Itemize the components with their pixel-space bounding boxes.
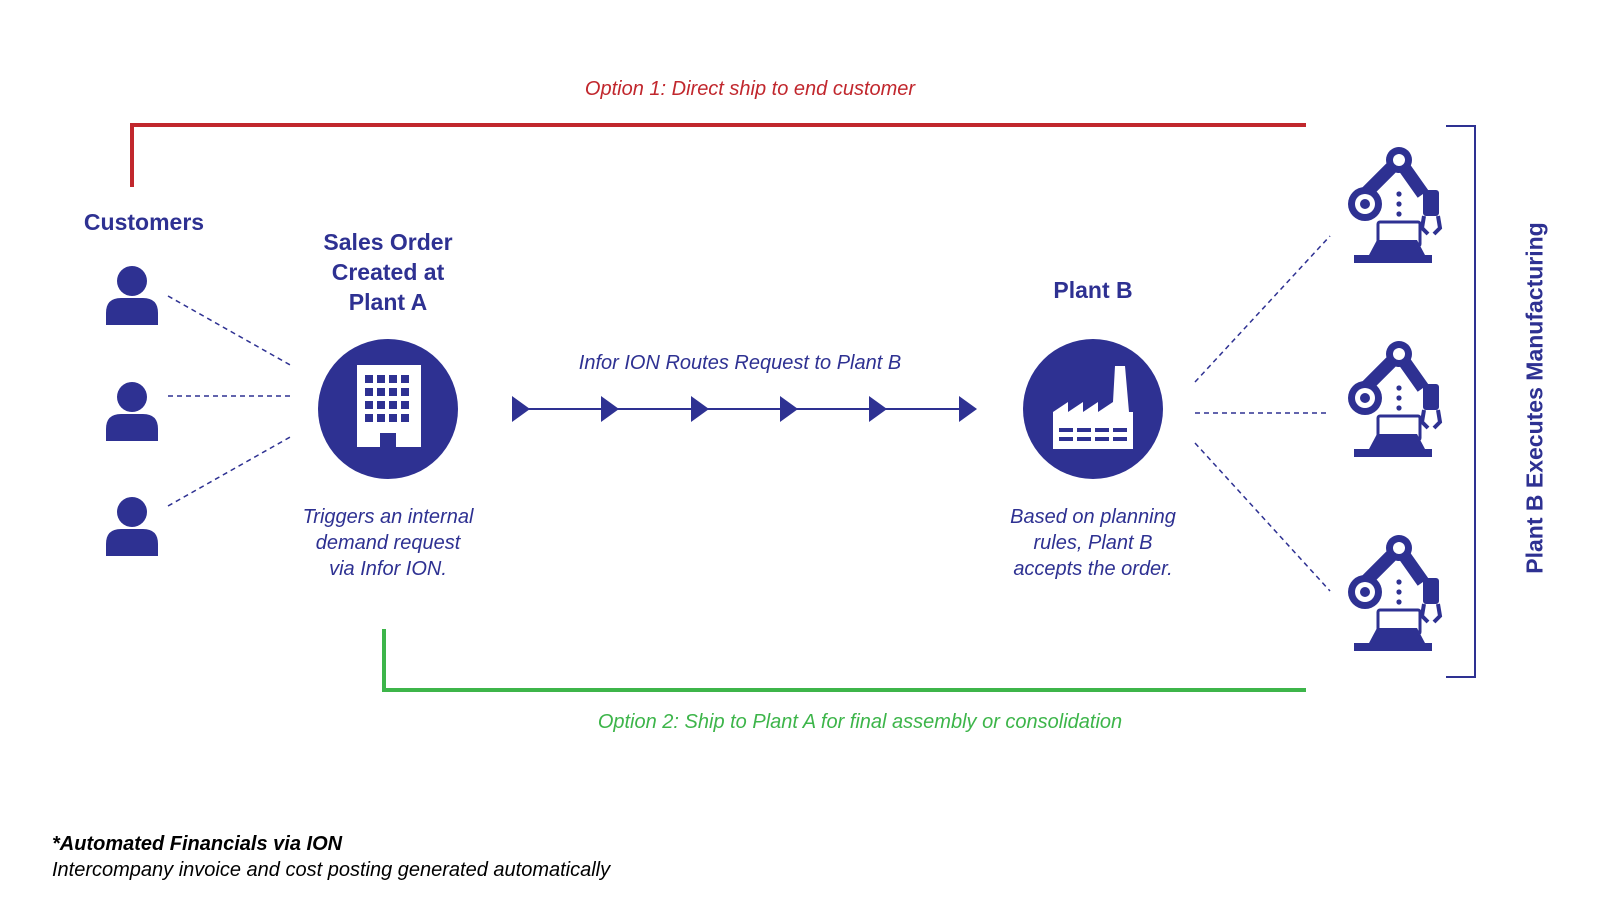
manufacturing-label: Plant B Executes Manufacturing	[1521, 222, 1548, 574]
routing-arrow	[512, 396, 977, 422]
customer-connector	[167, 295, 293, 367]
building-icon	[318, 339, 458, 479]
plant-b-caption-line: Based on planning	[1010, 506, 1176, 528]
plant-b-heading: Plant B	[1053, 277, 1133, 303]
plant-a-heading: Sales Order Created at Plant A	[283, 227, 493, 317]
robot-arm-icon	[1348, 535, 1440, 651]
customers-heading: Customers	[83, 209, 205, 235]
plant-a-heading-line: Created at	[331, 259, 445, 285]
factory-icon	[1023, 339, 1163, 479]
plant-a-heading-line: Sales Order	[323, 229, 453, 255]
manufacturing-bracket	[1446, 125, 1476, 678]
footnote-text: Intercompany invoice and cost posting ge…	[52, 859, 611, 881]
person-icon	[106, 497, 158, 556]
person-icon	[106, 382, 158, 441]
plant-a-caption-line: Triggers an internal	[302, 506, 474, 528]
plant-b-caption-line: accepts the order.	[1013, 558, 1173, 580]
manufacturing-connector	[1194, 235, 1331, 383]
person-icon	[106, 266, 158, 325]
plant-a-caption-line: demand request	[315, 532, 461, 554]
option2-route-line	[382, 629, 1306, 692]
robot-arm-icon	[1348, 341, 1440, 457]
option1-route-line	[130, 123, 1306, 187]
option1-label: Option 1: Direct ship to end customer	[584, 78, 916, 100]
plant-a-heading-line: Plant A	[348, 289, 428, 315]
customer-connector	[167, 435, 293, 507]
plant-b-caption-line: rules, Plant B	[1033, 532, 1153, 554]
robot-arm-icon	[1348, 147, 1440, 263]
manufacturing-connector	[1194, 442, 1331, 592]
routing-label: Infor ION Routes Request to Plant B	[578, 352, 902, 374]
plant-b-caption: Based on planning rules, Plant B accepts…	[978, 504, 1208, 582]
option2-label: Option 2: Ship to Plant A for final asse…	[597, 711, 1123, 733]
plant-a-caption-line: via Infor ION.	[329, 558, 447, 580]
footnote-title: *Automated Financials via ION	[52, 833, 343, 855]
plant-a-caption: Triggers an internal demand request via …	[268, 504, 508, 582]
